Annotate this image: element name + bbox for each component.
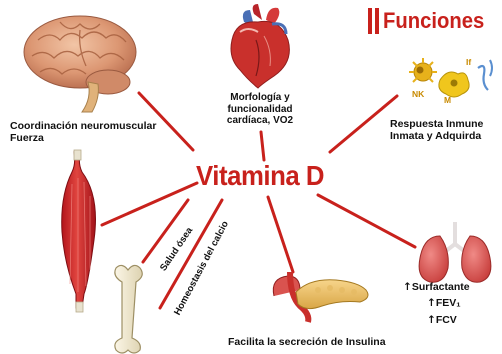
connector-heart: [261, 132, 264, 160]
up-arrow-icon: ↑: [427, 314, 436, 326]
up-arrow-icon: ↑: [403, 281, 412, 293]
lungs-icon: [419, 222, 491, 282]
macrophage-icon: [439, 72, 469, 97]
brain-label-line2: Fuerza: [10, 132, 156, 144]
bone-icon: [115, 265, 142, 353]
pancreas-label: Facilita la secreción de Insulina: [228, 336, 386, 348]
connector-pancreas: [268, 197, 293, 272]
interferon-icon: [478, 60, 492, 90]
immune-label: Respuesta Inmune Inmata y Adquirda: [390, 118, 483, 142]
connector-immune: [330, 96, 397, 152]
heart-label-line3: cardíaca, VO2: [210, 115, 310, 127]
nk-cell-icon: [409, 58, 437, 82]
header-title: Funciones: [368, 8, 493, 34]
fev1-row: ↑FEV₁: [403, 295, 470, 311]
interferon-label: If: [466, 58, 471, 68]
heart-icon: [231, 4, 289, 88]
surfactant-row: ↑Surfactante: [403, 279, 470, 295]
heart-label-line1: Morfología y: [210, 92, 310, 104]
muscle-icon: [62, 150, 96, 312]
brain-label: Coordinación neuromuscular Fuerza: [10, 120, 156, 144]
brain-label-line1: Coordinación neuromuscular: [10, 120, 156, 132]
lung-labels: ↑Surfactante ↑FEV₁ ↑FCV: [403, 279, 470, 328]
macrophage-label: M: [444, 96, 451, 106]
immune-label-line1: Respuesta Inmune: [390, 118, 483, 130]
fcv-label: FCV: [436, 314, 457, 326]
connector-lung: [318, 195, 415, 247]
heart-label-line2: funcionalidad: [210, 104, 310, 116]
heart-label: Morfología y funcionalidad cardíaca, VO2: [210, 92, 310, 127]
surfactant-label: Surfactante: [412, 281, 470, 293]
fev1-label: FEV₁: [436, 297, 461, 309]
immune-label-line2: Inmata y Adquirda: [390, 130, 483, 142]
title-bars: [368, 8, 379, 34]
brain-icon: [24, 16, 136, 112]
center-title: Vitamina D: [196, 160, 324, 192]
nk-cell-label: NK: [412, 90, 424, 100]
pancreas-icon: [273, 272, 368, 322]
fcv-row: ↑FCV: [403, 312, 470, 328]
connector-muscle: [102, 183, 197, 225]
title-text: Funciones: [383, 8, 484, 34]
up-arrow-icon: ↑: [427, 297, 436, 309]
